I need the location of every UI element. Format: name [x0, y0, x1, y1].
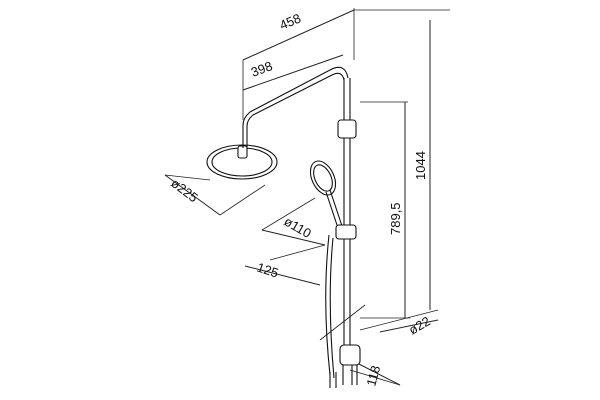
dim-118-label: 118 [363, 364, 383, 388]
dim-789-5-label: 789,5 [388, 202, 403, 235]
dim-225-diameter-label: ø225 [168, 175, 201, 205]
dim-1044-label: 1044 [413, 151, 428, 180]
shower-hose [325, 234, 335, 379]
dim-125-label: 125 [255, 260, 280, 281]
overhead-shower-head [206, 144, 278, 180]
extension-lines [164, 8, 450, 386]
mixer-valve [329, 344, 361, 388]
dimension-labels: 458 398 1044 789,5 ø225 ø110 125 ø22 118 [168, 10, 433, 387]
dim-110-diameter-label: ø110 [282, 214, 314, 241]
riser-rail [337, 78, 357, 360]
shower-arm [242, 66, 349, 148]
dim-398-label: 398 [249, 58, 275, 80]
dim-458-label: 458 [277, 10, 303, 32]
dimension-lines [164, 9, 439, 386]
hand-shower [309, 160, 357, 240]
